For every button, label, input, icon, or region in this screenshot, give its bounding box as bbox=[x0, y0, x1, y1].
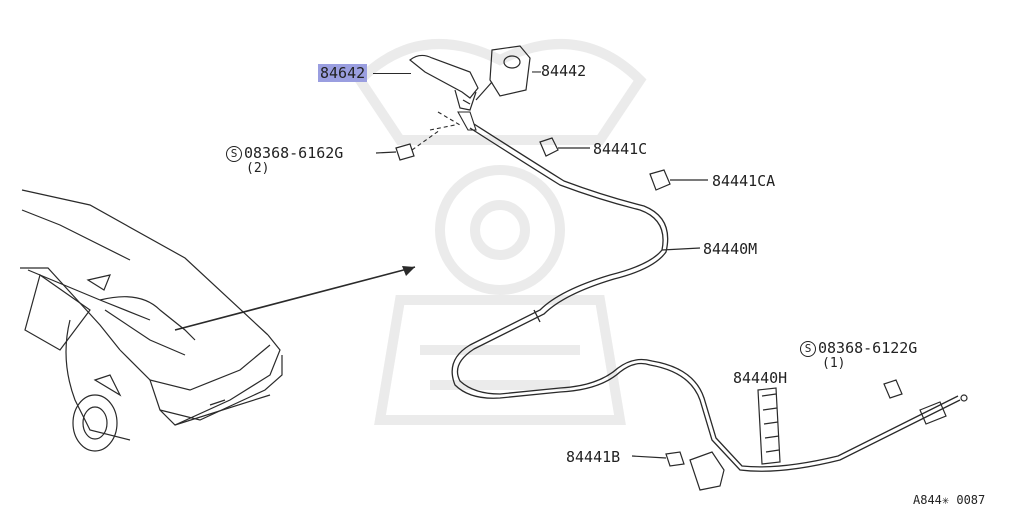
diagram-id: A844✳ 0087 bbox=[913, 493, 986, 507]
label-84440M: 84440M bbox=[703, 240, 758, 258]
lock-bracket bbox=[631, 379, 968, 491]
label-84441CA: 84441CA bbox=[712, 172, 776, 190]
label-84441C: 84441C bbox=[593, 140, 648, 158]
opener-lever-84642 bbox=[409, 54, 479, 111]
bolt-top bbox=[375, 143, 415, 161]
qty-bolt-top: (2) bbox=[246, 161, 270, 176]
part-number-84442: 84442 bbox=[541, 62, 587, 80]
clip-84441CA bbox=[649, 169, 708, 191]
label-84642: 84642 bbox=[318, 64, 368, 82]
link-rod bbox=[411, 111, 477, 151]
bracket-84442 bbox=[475, 45, 531, 101]
leader-84642 bbox=[373, 73, 411, 74]
arrow-head bbox=[402, 266, 415, 276]
bolt-s-icon-2: S bbox=[800, 341, 816, 357]
qty-bolt-bottom: (1) bbox=[822, 356, 846, 371]
part-number-84642: 84642 bbox=[320, 64, 366, 82]
pointer-arrow bbox=[174, 266, 416, 331]
part-number-bolt-bottom: 08368-6122G bbox=[818, 339, 918, 357]
watermark-emblem bbox=[353, 39, 647, 425]
pad-84440H bbox=[757, 387, 781, 465]
car-outline bbox=[20, 189, 283, 452]
bolt-s-icon: S bbox=[226, 146, 242, 162]
label-84442: —84442 bbox=[532, 62, 587, 80]
part-number-bolt-top: 08368-6162G bbox=[244, 144, 344, 162]
label-84440H: 84440H bbox=[733, 369, 788, 387]
clip-84441C bbox=[539, 137, 590, 157]
label-84441B: 84441B bbox=[566, 448, 621, 466]
cable-84440M bbox=[451, 123, 961, 472]
